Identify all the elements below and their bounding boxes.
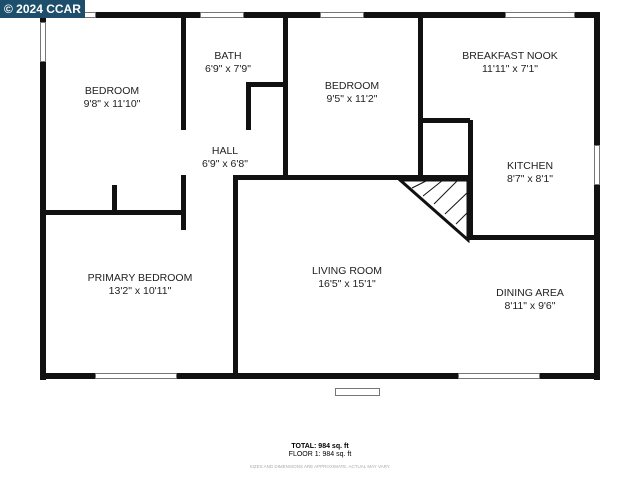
- room-dimensions: 6'9" x 7'9": [205, 63, 251, 75]
- room-dimensions: 16'5" x 15'1": [318, 278, 376, 290]
- wall-left: [40, 12, 46, 380]
- room-dimensions: 13'2" x 10'11": [108, 285, 172, 297]
- wall: [235, 175, 470, 180]
- disclaimer: SIZES AND DIMENSIONS ARE APPROXIMATE, AC…: [249, 464, 391, 469]
- wall: [246, 82, 251, 130]
- copyright-badge: © 2024 CCAR: [0, 0, 85, 18]
- room-dimensions: 9'8" x 11'10": [83, 98, 141, 110]
- total-area: TOTAL: 984 sq. ft: [291, 443, 349, 450]
- wall: [181, 12, 186, 130]
- wall-bottom: [40, 373, 600, 379]
- room-name: PRIMARY BEDROOM: [87, 272, 193, 284]
- wall: [283, 12, 288, 180]
- room-name: BEDROOM: [84, 85, 140, 97]
- stairs-icon: [398, 178, 470, 243]
- wall: [246, 82, 284, 87]
- bay-window: [335, 388, 380, 396]
- wall: [470, 235, 596, 240]
- window: [594, 145, 600, 185]
- room-name: LIVING ROOM: [311, 265, 383, 277]
- room-dimensions: 11'11" x 7'1": [481, 63, 539, 75]
- wall: [468, 120, 473, 240]
- window: [95, 373, 177, 379]
- room-name: BREAKFAST NOOK: [462, 50, 558, 62]
- room-name: BATH: [214, 50, 242, 62]
- room-dimensions: 6'9" x 6'8": [202, 158, 248, 170]
- window: [458, 373, 540, 379]
- wall-right: [594, 12, 600, 380]
- window: [505, 12, 575, 18]
- room-dimensions: 9'5" x 11'2": [326, 93, 378, 105]
- room-name: KITCHEN: [506, 160, 554, 172]
- room-dimensions: 8'7" x 8'1": [507, 173, 553, 185]
- room-name: HALL: [211, 145, 239, 157]
- wall: [418, 12, 423, 180]
- room-dimensions: 8'11" x 9'6": [504, 300, 556, 312]
- window: [320, 12, 364, 18]
- room-name: DINING AREA: [496, 287, 564, 299]
- wall: [181, 175, 186, 230]
- room-name: BEDROOM: [324, 80, 380, 92]
- wall: [112, 185, 117, 213]
- floor-area: FLOOR 1: 984 sq. ft: [288, 451, 352, 458]
- wall: [233, 175, 238, 375]
- window: [200, 12, 244, 18]
- window: [40, 22, 46, 62]
- wall: [420, 118, 470, 123]
